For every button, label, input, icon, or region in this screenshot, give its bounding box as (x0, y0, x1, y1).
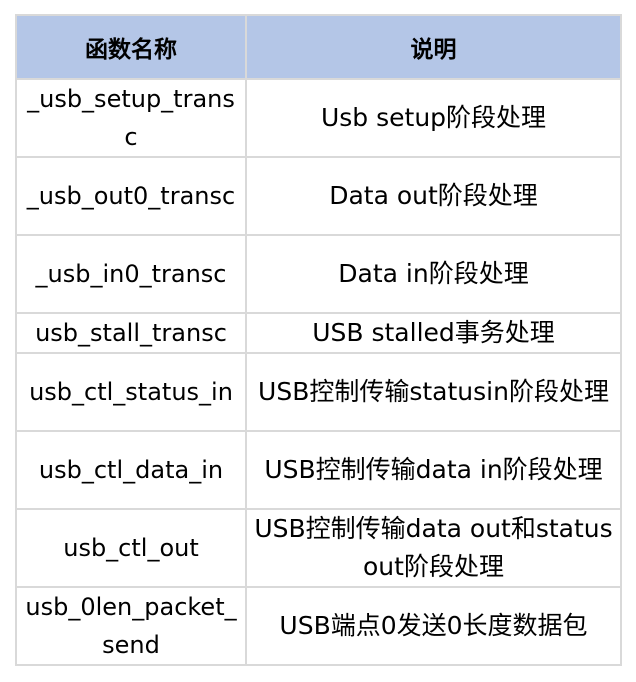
function-name-cell: _usb_setup_transc (15, 78, 247, 158)
header-description: 说明 (245, 14, 622, 80)
description-cell: Usb setup阶段处理 (245, 78, 622, 158)
table-row: usb_0len_packet_send USB端点0发送0长度数据包 (15, 586, 622, 666)
description-cell: USB控制传输data out和statusout阶段处理 (245, 508, 622, 588)
function-name-cell: usb_stall_transc (15, 312, 247, 354)
table-row: usb_ctl_out USB控制传输data out和statusout阶段处… (15, 508, 622, 588)
function-name-cell: _usb_out0_transc (15, 156, 247, 236)
function-name-cell: usb_ctl_status_in (15, 352, 247, 432)
description-cell: USB控制传输data in阶段处理 (245, 430, 622, 510)
table-row: usb_stall_transc USB stalled事务处理 (15, 312, 622, 354)
function-name-cell: usb_0len_packet_send (15, 586, 247, 666)
function-name-cell: _usb_in0_transc (15, 234, 247, 314)
table-row: usb_ctl_status_in USB控制传输statusin阶段处理 (15, 352, 622, 432)
function-name-cell: usb_ctl_data_in (15, 430, 247, 510)
description-cell: Data in阶段处理 (245, 234, 622, 314)
table-row: _usb_in0_transc Data in阶段处理 (15, 234, 622, 314)
table-row: _usb_out0_transc Data out阶段处理 (15, 156, 622, 236)
description-cell: Data out阶段处理 (245, 156, 622, 236)
table-header-row: 函数名称 说明 (15, 14, 622, 80)
function-table: 函数名称 说明 _usb_setup_transc Usb setup阶段处理 … (15, 14, 622, 666)
table-row: usb_ctl_data_in USB控制传输data in阶段处理 (15, 430, 622, 510)
table-row: _usb_setup_transc Usb setup阶段处理 (15, 78, 622, 158)
function-name-cell: usb_ctl_out (15, 508, 247, 588)
description-cell: USB控制传输statusin阶段处理 (245, 352, 622, 432)
description-cell: USB端点0发送0长度数据包 (245, 586, 622, 666)
header-function-name: 函数名称 (15, 14, 247, 80)
description-cell: USB stalled事务处理 (245, 312, 622, 354)
